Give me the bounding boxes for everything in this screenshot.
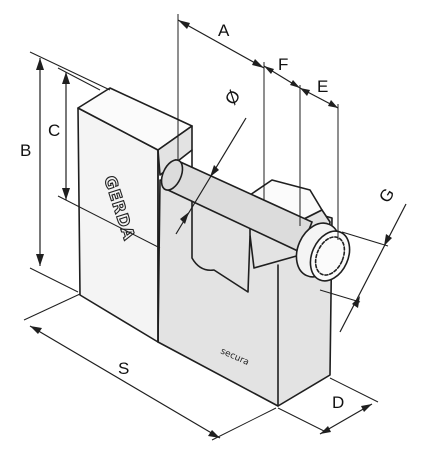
dimension-e: E [299, 77, 339, 240]
dimension-g-label: G [375, 185, 398, 206]
dimension-a-label: A [218, 21, 230, 40]
dimension-d: D [277, 377, 379, 435]
shackle-knob [309, 230, 351, 282]
dimension-s-label: S [118, 359, 129, 378]
dimension-b: B [20, 51, 111, 293]
shackle-cutout [191, 149, 251, 293]
dimension-c-label: C [48, 121, 60, 140]
dimension-a: A [177, 14, 265, 200]
dimension-diameter-label: Ø [221, 87, 244, 108]
dimension-s: S [23, 293, 277, 441]
dimension-d-label: D [332, 393, 344, 412]
dimension-c: C [48, 67, 161, 249]
dimension-f: F [263, 55, 301, 226]
dimension-f-label: F [278, 55, 288, 74]
shackle-end [160, 159, 184, 191]
dimension-b-label: B [20, 141, 31, 160]
dimension-e-label: E [317, 77, 328, 96]
shackle-bar [160, 158, 351, 282]
